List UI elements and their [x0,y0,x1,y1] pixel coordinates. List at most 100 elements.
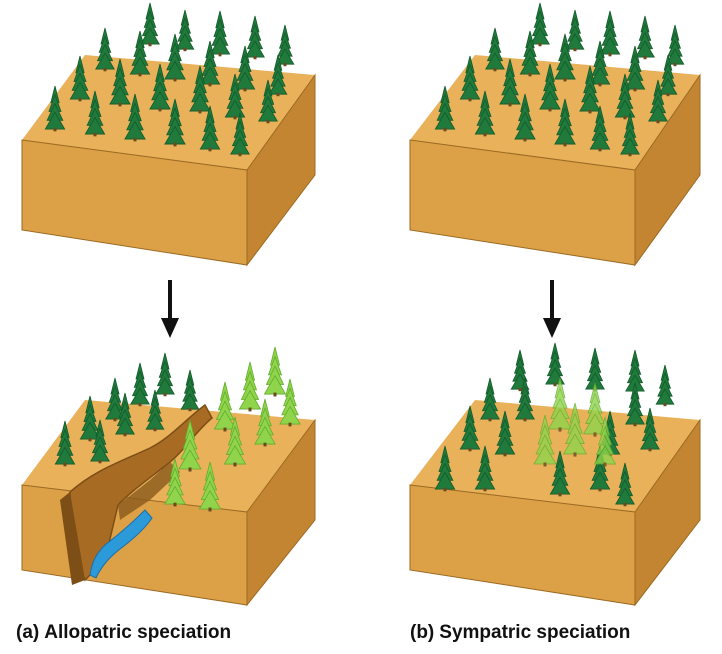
forest-a-after-dark [54,352,200,467]
tree-icon [615,462,635,507]
ground-side [246,418,316,607]
tree-icon [129,30,151,77]
canyon-wall [118,462,180,520]
tree-icon [245,15,265,60]
tree-icon [164,33,186,82]
block-a-after [21,346,316,607]
tree-icon [155,352,175,397]
tree-icon [589,40,611,87]
tree-icon [554,33,576,82]
forest-a-before [44,2,295,157]
tree-icon [140,2,160,47]
tree-icon [589,105,611,152]
tree-icon [84,90,106,137]
caption-label: Allopatric speciation [44,622,232,643]
tree-icon [109,58,131,107]
tree-icon [519,30,541,77]
river-icon [89,509,153,579]
tree-icon [130,362,150,407]
tree-icon [175,9,195,52]
tree-icon [565,9,585,52]
tree-icon [275,24,295,67]
tree-icon [105,377,125,422]
caption-letter: (a) [16,622,40,643]
down-arrow-icon [543,280,561,338]
tree-icon [459,55,481,102]
ground-side [634,418,701,607]
tree-icon [585,347,605,392]
canyon [69,403,213,582]
tree-icon [554,98,576,147]
caption-sympatric: (b)Sympatric speciation [410,622,630,644]
block-a-before [21,2,316,267]
tree-icon [213,381,237,432]
tree-icon [549,450,571,497]
tree-icon [279,378,301,427]
tree-icon [547,377,573,432]
tree-icon [599,10,621,57]
tree-icon [149,63,171,112]
tree-icon [494,410,516,457]
tree-icon [223,416,247,467]
tree-icon [593,416,617,467]
tree-icon [545,342,565,387]
tree-icon [258,79,278,124]
tree-icon [164,458,186,507]
tree-icon [178,419,202,472]
tree-icon [474,445,496,492]
tree-icon [124,93,146,142]
tree-icon [579,65,601,114]
tree-icon [434,445,456,492]
tree-icon [180,369,200,412]
tree-icon [209,10,231,57]
tree-icon [198,461,222,512]
tree-icon [459,405,481,452]
tree-icon [254,398,276,447]
tree-icon [480,377,500,422]
ground-side [246,73,316,267]
tree-icon [562,402,588,457]
tree-icon [530,2,550,47]
tree-icon [539,63,561,112]
tree-icon [224,73,246,120]
tree-icon [268,54,288,97]
tree-icon [514,93,536,142]
tree-icon [625,382,645,427]
tree-icon [145,389,165,432]
tree-icon [263,346,287,397]
tree-icon [230,112,250,157]
tree-icon [665,24,685,67]
tree-icon [69,55,91,102]
down-arrow-icon [161,280,179,338]
tree-icon [620,112,640,157]
tree-icon [655,364,675,407]
block-b-before [409,2,701,267]
tree-icon [510,349,530,392]
tree-icon [474,90,496,137]
tree-icon [533,414,557,467]
tree-icon [635,15,655,60]
tree-icon [95,27,115,72]
forest-b-after-light [533,377,617,467]
tree-icon [199,40,221,87]
tree-icon [44,85,66,132]
tree-icon [515,377,535,422]
forest-b-before [434,2,685,157]
tree-icon [54,420,76,467]
tree-icon [115,392,135,437]
tree-icon [199,105,221,152]
forest-a-after-light [164,346,301,512]
tree-icon [648,79,668,124]
block-b-after [409,342,701,607]
tree-icon [499,58,521,107]
ground-side [634,73,701,267]
tree-icon [79,395,101,442]
caption-letter: (b) [410,622,435,643]
caption-allopatric: (a)Allopatric speciation [16,622,231,644]
tree-icon [582,382,608,437]
tree-icon [90,419,110,464]
canyon-wall [60,492,85,585]
tree-icon [485,27,505,72]
tree-icon [164,98,186,147]
